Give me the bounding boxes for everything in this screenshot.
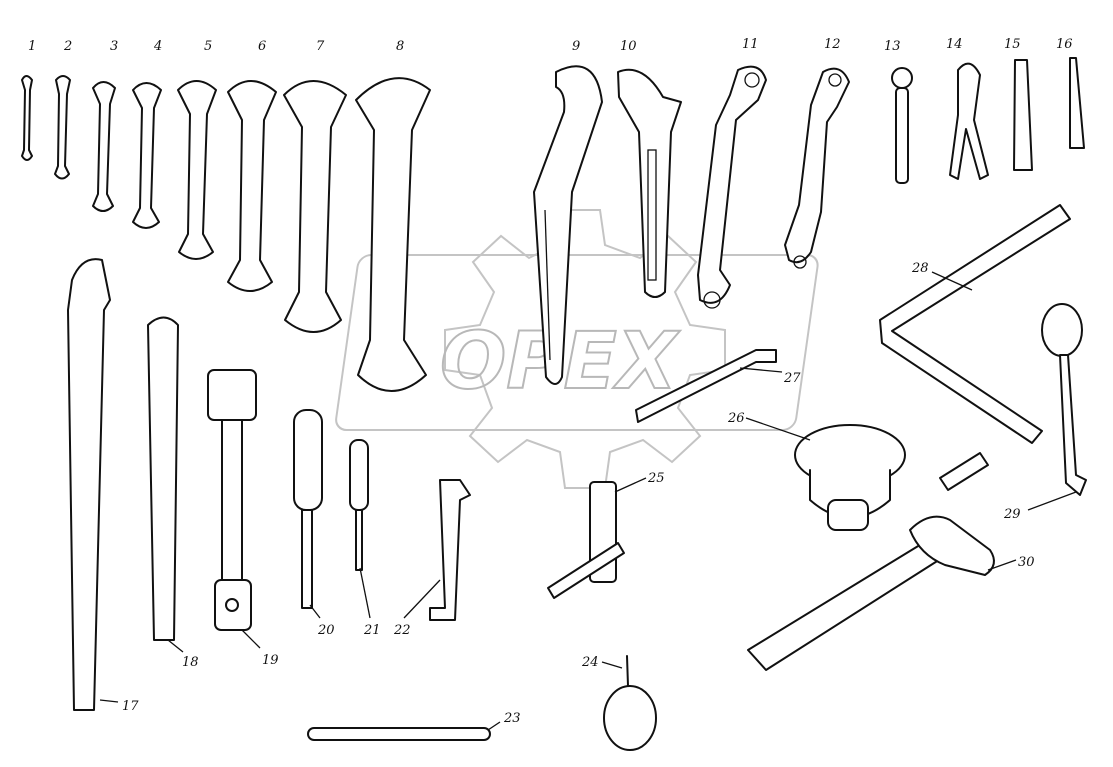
leader-22 (403, 579, 441, 619)
label-3: 3 (110, 39, 118, 54)
leader-21 (359, 567, 371, 619)
box-wrench-13 (891, 67, 913, 184)
adjustable-wrench-10 (617, 68, 682, 298)
label-16: 16 (1056, 37, 1073, 52)
wrench-7 (283, 80, 347, 333)
label-1: 1 (28, 39, 36, 54)
label-20: 20 (317, 623, 335, 638)
label-24: 24 (581, 655, 599, 670)
tire-lever-18 (147, 316, 179, 641)
ring-wrench-11 (697, 65, 767, 309)
label-12: 12 (824, 37, 841, 52)
label-19: 19 (262, 653, 279, 668)
label-13: 13 (884, 39, 901, 54)
label-30: 30 (1018, 555, 1035, 570)
label-28: 28 (911, 261, 929, 276)
label-15: 15 (1004, 37, 1021, 52)
cap-wrench-26 (794, 424, 906, 531)
screwdriver-20 (293, 409, 323, 609)
tool-15 (1013, 59, 1033, 171)
wrench-1 (21, 75, 33, 161)
crank-handle-28 (879, 204, 1071, 491)
wrench-6 (227, 80, 277, 292)
watermark-frame (335, 254, 819, 431)
hammer-30 (747, 515, 995, 671)
label-6: 6 (258, 39, 266, 54)
wrench-4 (132, 82, 162, 229)
leader-28 (931, 271, 973, 291)
leader-lines (99, 271, 1077, 731)
label-18: 18 (182, 655, 199, 670)
label-10: 10 (620, 39, 637, 54)
leader-24 (601, 661, 623, 669)
wrench-5 (177, 80, 217, 260)
ring-wrench-12 (784, 67, 850, 269)
label-2: 2 (63, 39, 72, 54)
bent-bar-22 (429, 479, 471, 621)
leader-20 (309, 604, 321, 619)
leader-25 (614, 477, 647, 493)
leader-26 (745, 417, 811, 441)
wrench-2 (54, 75, 71, 180)
label-26: 26 (727, 411, 745, 426)
label-7: 7 (316, 39, 325, 54)
leader-19 (241, 629, 261, 649)
label-4: 4 (153, 39, 162, 54)
label-25: 25 (647, 471, 665, 486)
spark-plug-wrench-29 (1041, 303, 1087, 496)
tire-lever-17 (67, 258, 111, 711)
leader-23 (487, 721, 501, 731)
label-21: 21 (363, 623, 381, 638)
label-11: 11 (742, 37, 759, 52)
label-23: 23 (503, 711, 521, 726)
label-22: 22 (393, 623, 411, 638)
label-14: 14 (946, 37, 963, 52)
label-27: 27 (783, 371, 801, 386)
wrench-3 (92, 81, 116, 212)
label-5: 5 (204, 39, 212, 54)
box-spanner-19 (207, 369, 257, 631)
wrench-8 (355, 77, 431, 392)
screwdriver-21 (349, 439, 369, 571)
label-29: 29 (1003, 507, 1021, 522)
callout-labels: 1 2 3 4 5 6 7 8 9 10 11 12 13 14 15 16 1… (28, 37, 1073, 726)
t-wrench-25 (547, 481, 625, 599)
leader-27 (739, 367, 783, 373)
leader-29 (1027, 491, 1077, 511)
label-8: 8 (396, 39, 404, 54)
leader-17 (99, 699, 119, 703)
pliers-14 (949, 62, 989, 180)
oil-can-24 (603, 655, 657, 751)
screwdriver-tip-16 (1069, 57, 1085, 149)
label-9: 9 (572, 39, 580, 54)
leader-30 (987, 559, 1017, 571)
hook-spanner-9 (533, 65, 603, 385)
label-17: 17 (122, 699, 139, 714)
rod-23 (307, 727, 491, 741)
leader-18 (167, 639, 184, 653)
